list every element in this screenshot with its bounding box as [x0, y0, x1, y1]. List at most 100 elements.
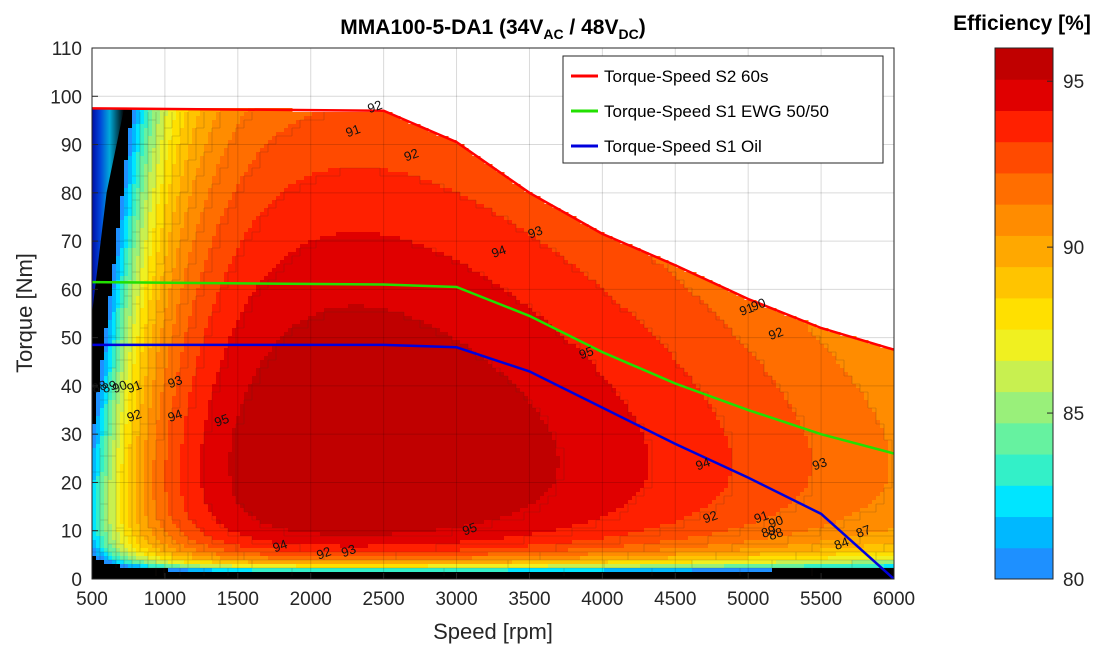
heat-cell — [168, 256, 173, 261]
heat-cell — [156, 492, 161, 497]
heat-cell — [248, 308, 253, 313]
heat-cell — [172, 448, 177, 453]
heat-cell — [100, 336, 105, 341]
heat-cell — [148, 252, 153, 257]
heat-cell — [124, 492, 129, 497]
heat-cell — [224, 184, 229, 189]
heat-cell — [124, 272, 129, 277]
heat-cell — [204, 484, 209, 489]
heat-cell — [152, 176, 157, 181]
heat-cell — [256, 420, 261, 425]
heat-cell — [148, 384, 153, 389]
heat-cell — [124, 428, 129, 433]
heat-cell — [128, 144, 133, 149]
heat-cell — [240, 376, 245, 381]
heat-cell — [148, 232, 153, 237]
heat-cell — [208, 224, 213, 229]
heat-cell — [168, 216, 173, 221]
heat-cell — [188, 156, 193, 161]
heat-cell — [112, 288, 117, 293]
heat-cell — [204, 452, 209, 457]
heat-cell — [204, 176, 209, 181]
heat-cell — [108, 288, 113, 293]
heat-cell — [256, 276, 261, 281]
heat-cell — [252, 352, 257, 357]
heat-cell — [244, 212, 249, 217]
heat-cell — [128, 468, 133, 473]
heat-cell — [232, 232, 237, 237]
heat-cell — [104, 572, 109, 577]
heat-cell — [112, 492, 117, 497]
heat-cell — [236, 132, 241, 137]
heat-cell — [164, 288, 169, 293]
heat-cell — [168, 388, 173, 393]
heat-cell — [216, 180, 221, 185]
heat-cell — [156, 264, 161, 269]
heat-cell — [248, 504, 253, 509]
heat-cell — [216, 308, 221, 313]
heat-cell — [140, 508, 145, 513]
heat-cell — [96, 320, 101, 325]
heat-cell — [180, 128, 185, 133]
heat-cell — [108, 504, 113, 509]
heat-cell — [124, 572, 129, 577]
heat-cell — [104, 272, 109, 277]
heat-cell — [232, 476, 237, 481]
heat-cell — [208, 476, 213, 481]
heat-cell — [244, 272, 249, 277]
heat-cell — [172, 404, 177, 409]
heat-cell — [232, 128, 237, 133]
heat-cell — [164, 156, 169, 161]
heat-cell — [236, 352, 241, 357]
heat-cell — [188, 356, 193, 361]
heat-cell — [200, 344, 205, 349]
heat-cell — [156, 536, 161, 541]
heat-cell — [96, 420, 101, 425]
heat-cell — [120, 392, 125, 397]
heat-cell — [232, 512, 237, 517]
heat-cell — [248, 364, 253, 369]
heat-cell — [104, 528, 109, 533]
heat-cell — [220, 184, 225, 189]
heat-cell — [168, 484, 173, 489]
heat-cell — [120, 460, 125, 465]
heat-cell — [224, 152, 229, 157]
heat-cell — [236, 276, 241, 281]
heat-cell — [184, 400, 189, 405]
heat-cell — [236, 400, 241, 405]
heat-cell — [248, 220, 253, 225]
heat-cell — [116, 500, 121, 505]
heat-cell — [180, 532, 185, 537]
heat-cell — [252, 168, 257, 173]
heat-cell — [196, 400, 201, 405]
heat-cell — [224, 532, 229, 537]
heat-cell — [176, 416, 181, 421]
heat-cell — [164, 520, 169, 525]
heat-cell — [208, 432, 213, 437]
heat-cell — [100, 348, 105, 353]
heat-cell — [188, 432, 193, 437]
heat-cell — [116, 316, 121, 321]
heat-cell — [172, 508, 177, 513]
heat-cell — [204, 244, 209, 249]
heat-cell — [136, 316, 141, 321]
heat-cell — [260, 176, 265, 181]
heat-cell — [196, 464, 201, 469]
heat-cell — [112, 332, 117, 337]
heat-cell — [204, 116, 209, 121]
heat-cell — [204, 372, 209, 377]
heat-cell — [228, 412, 233, 417]
heat-cell — [240, 340, 245, 345]
heat-cell — [244, 400, 249, 405]
heat-cell — [196, 508, 201, 513]
heat-cell — [164, 180, 169, 185]
heat-cell — [176, 300, 181, 305]
heat-cell — [96, 480, 101, 485]
heat-cell — [116, 480, 121, 485]
heat-cell — [172, 480, 177, 485]
heat-cell — [108, 420, 113, 425]
heat-cell — [104, 308, 109, 313]
heat-cell — [160, 564, 165, 569]
heat-cell — [236, 544, 241, 549]
heat-cell — [248, 236, 253, 241]
